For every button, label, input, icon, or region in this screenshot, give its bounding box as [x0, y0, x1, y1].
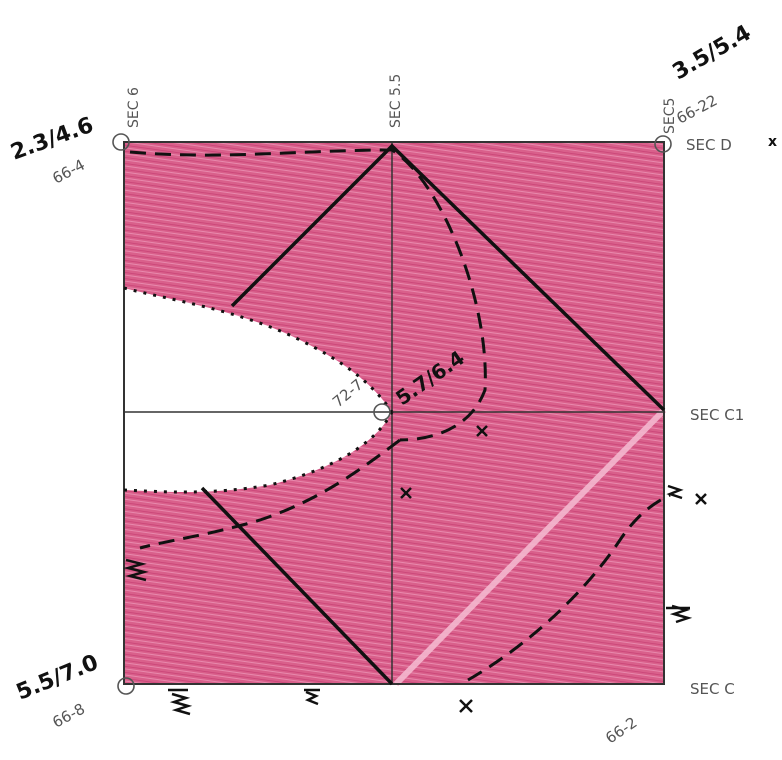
label-sec-c: SEC C [690, 680, 735, 698]
shaded-region [124, 142, 664, 684]
contour-lower-right [467, 493, 671, 682]
fault-line-lower [200, 486, 394, 686]
value-66-8: 5.5/7.0 [13, 650, 102, 705]
pink-streak [393, 407, 667, 687]
label-sec-5-5: SEC 5.5 [388, 74, 404, 128]
label-sec-c1: SEC C1 [690, 406, 744, 424]
stray-x-mark: x [768, 134, 777, 150]
tick-marks [168, 425, 707, 713]
value-66-4: 2.3/4.6 [8, 113, 97, 166]
fault-line-upper [230, 143, 666, 412]
contour-upper [129, 148, 487, 442]
label-well-66-8: 66-8 [49, 700, 88, 732]
label-well-66-4: 66-4 [49, 156, 88, 188]
well-marker-66-22 [654, 135, 672, 153]
label-sec-6: SEC 6 [126, 87, 142, 128]
section-square [123, 141, 665, 685]
contour-middle [139, 438, 401, 550]
well-marker-66-8 [117, 677, 135, 695]
wedge-boundary-upper [123, 286, 394, 413]
value-66-22: 3.5/5.4 [669, 21, 756, 86]
scribble-marks [123, 484, 693, 716]
label-well-66-2: 66-2 [602, 713, 640, 747]
label-well-66-22: 66-22 [673, 91, 720, 127]
well-marker-66-4 [112, 133, 130, 151]
label-sec-d: SEC D [686, 136, 732, 154]
well-marker-72-7 [373, 403, 391, 421]
label-well-72-7: 72-7 [329, 375, 367, 411]
label-sec-5: SEC5 [662, 98, 678, 134]
